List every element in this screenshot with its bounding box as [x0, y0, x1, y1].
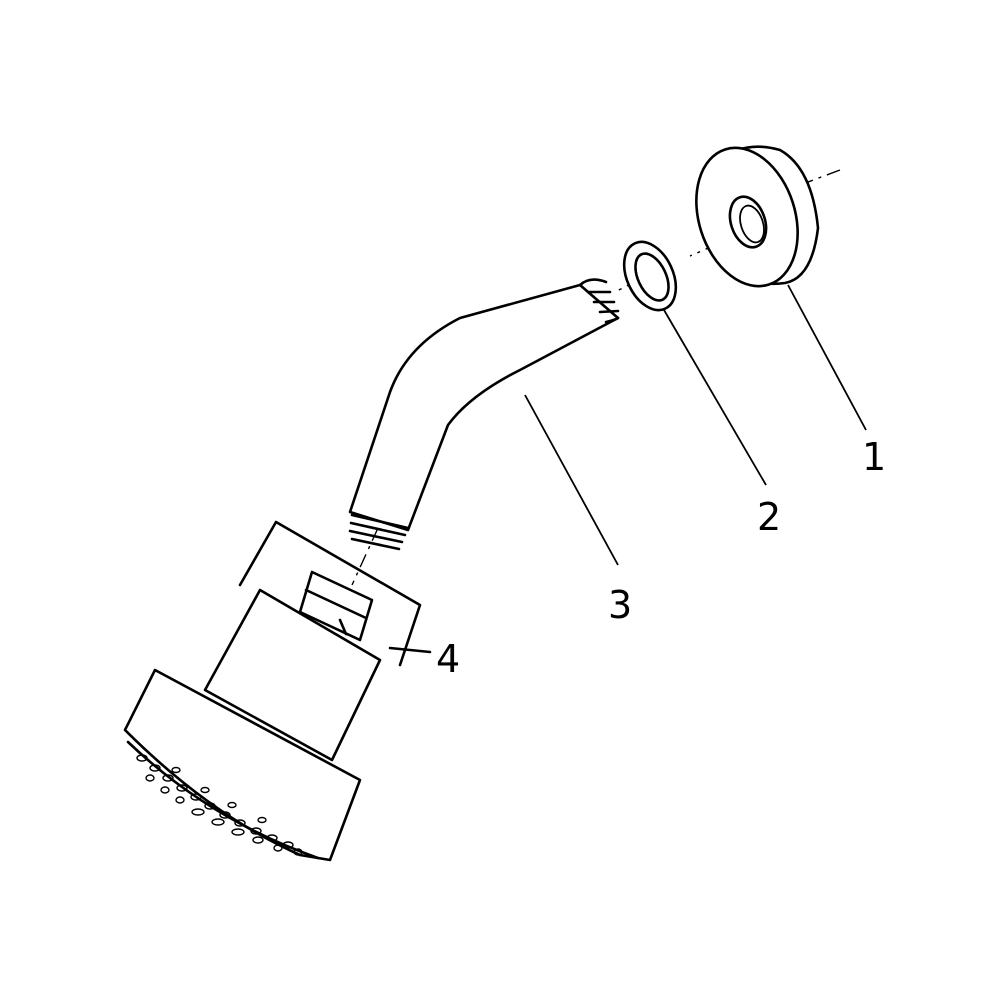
shower-head-bracket: [238, 520, 432, 667]
callout-4: 4: [436, 637, 460, 681]
swivel-connector-edge: [304, 588, 368, 636]
shower-head-cylinder: [203, 588, 382, 762]
shower-arm-threads-top: [578, 278, 620, 324]
part-flange: [695, 145, 820, 288]
leader-line-2: [663, 309, 767, 486]
flange-hole-inner: [739, 204, 765, 244]
callout-1: 1: [862, 435, 886, 479]
part-shower-head: [123, 520, 432, 862]
leader-line-3: [524, 394, 619, 566]
leader-line-1: [787, 284, 867, 431]
flange-face: [695, 146, 799, 288]
callout-3: 3: [608, 583, 632, 627]
part-shower-arm: [348, 278, 620, 551]
swivel-connector: [298, 570, 374, 642]
spray-nozzles: [136, 754, 303, 856]
part-washer: [622, 240, 678, 312]
washer-inner: [634, 252, 670, 302]
callout-2: 2: [757, 495, 781, 539]
shower-arm-threads-bottom: [348, 513, 410, 551]
flange-hole: [728, 195, 768, 249]
